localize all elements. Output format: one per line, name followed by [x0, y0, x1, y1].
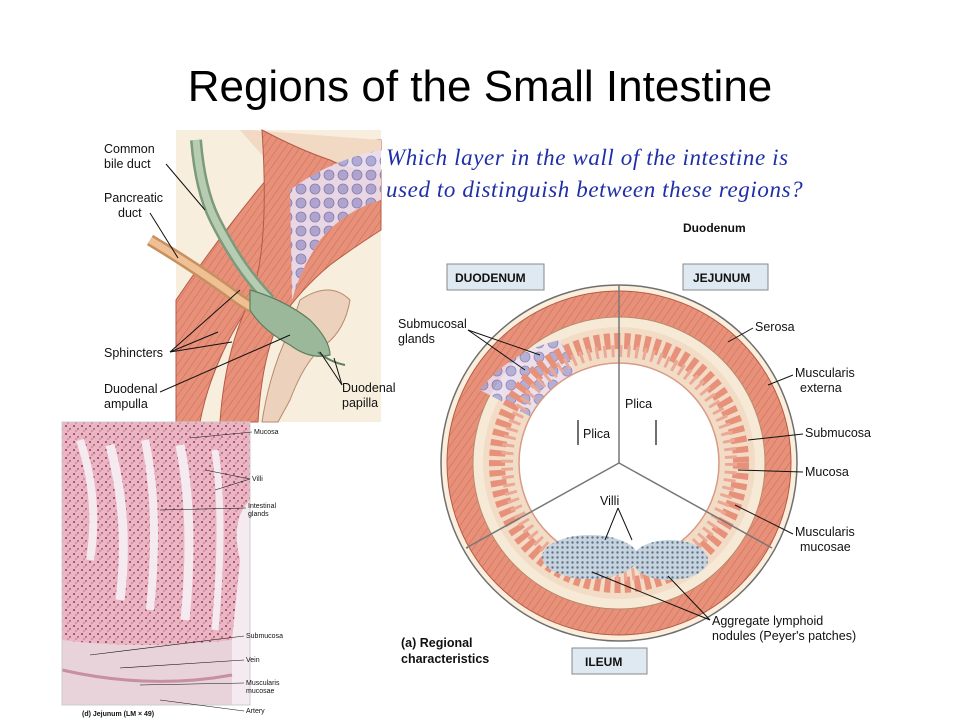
label-villi: Villi	[600, 494, 619, 508]
duodenum-wall-figure	[146, 129, 382, 423]
label-common-bile-duct-1: Common	[104, 142, 155, 156]
label-aggregate-1: Aggregate lymphoid	[712, 614, 823, 628]
label-muscularis-mucosae-2: mucosae	[800, 540, 851, 554]
label-mg-villi: Villi	[252, 476, 263, 483]
label-mg-artery: Artery	[246, 708, 265, 715]
label-muscularis-externa-2: externa	[800, 381, 842, 395]
label-muscularis-mucosae-1: Muscularis	[795, 525, 855, 539]
label-plica-left: Plica	[583, 427, 610, 441]
slide-title: Regions of the Small Intestine	[187, 62, 773, 111]
label-duodenal-ampulla-2: ampulla	[104, 397, 148, 411]
cross-section-heading: Duodenum	[683, 221, 746, 235]
label-submucosa: Submucosa	[805, 426, 871, 440]
duodenum-box	[446, 263, 545, 291]
micrograph-caption: (d) Jejunum (LM × 49)	[82, 711, 154, 718]
question-text: Which layer in the wall of the intestine…	[386, 142, 946, 206]
caption-regional-2: characteristics	[401, 652, 489, 666]
question-line-2: used to distinguish between these region…	[386, 177, 804, 202]
region-ileum-label: ILEUM	[585, 655, 622, 669]
duodenum-wall-labels: Common bile duct Pancreatic duct Sphinct…	[104, 142, 396, 411]
label-aggregate-2: nodules (Peyer's patches)	[712, 629, 856, 643]
label-common-bile-duct-2: bile duct	[104, 157, 151, 171]
label-mg-muscularis-mucosae-2: mucosae	[246, 688, 275, 695]
label-sphincters: Sphincters	[104, 346, 163, 360]
label-muscularis-externa-1: Muscularis	[795, 366, 855, 380]
label-duodenal-papilla-2: papilla	[342, 396, 378, 410]
question-line-1: Which layer in the wall of the intestine…	[386, 145, 789, 170]
ileum-box	[571, 647, 648, 675]
label-submucosal-glands-1: Submucosal	[398, 317, 467, 331]
region-duodenum-label: DUODENUM	[455, 271, 526, 285]
jejunum-box	[682, 263, 769, 291]
label-mg-submucosa: Submucosa	[246, 633, 283, 640]
label-duodenal-papilla-1: Duodenal	[342, 381, 396, 395]
jejunum-micrograph	[61, 421, 251, 706]
micrograph-labels: Mucosa Villi Intestinal glands Submucosa…	[82, 429, 283, 718]
label-plica-right: Plica	[625, 397, 652, 411]
label-submucosal-glands-2: glands	[398, 332, 435, 346]
label-mg-muscularis-mucosae-1: Muscularis	[246, 680, 280, 687]
label-pancreatic-duct-2: duct	[118, 206, 142, 220]
label-mg-intestinal-glands-1: Intestinal	[248, 503, 276, 510]
cross-section-figure: Duodenum	[440, 221, 798, 642]
label-serosa: Serosa	[755, 320, 795, 334]
label-mucosa: Mucosa	[805, 465, 849, 479]
region-jejunum-label: JEJUNUM	[693, 271, 750, 285]
label-mg-mucosa: Mucosa	[254, 429, 279, 436]
label-duodenal-ampulla-1: Duodenal	[104, 382, 158, 396]
caption-regional-1: (a) Regional	[401, 636, 473, 650]
label-pancreatic-duct-1: Pancreatic	[104, 191, 163, 205]
cross-section-labels: Submucosal glands Serosa Muscularis exte…	[398, 317, 871, 666]
region-boxes: DUODENUM JEJUNUM ILEUM	[446, 263, 769, 675]
label-mg-vein: Vein	[246, 657, 260, 664]
label-mg-intestinal-glands-2: glands	[248, 511, 269, 518]
